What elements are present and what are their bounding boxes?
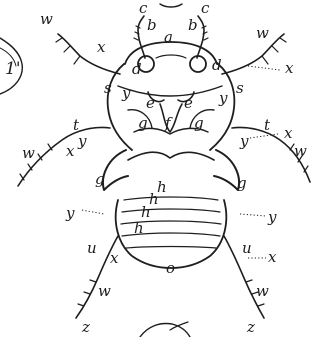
abdomen xyxy=(103,150,239,268)
label-g-right-upper: g xyxy=(194,114,204,132)
label-w-top-right: w xyxy=(256,24,269,42)
label-w-bottom-left: w xyxy=(98,282,111,300)
legs xyxy=(18,34,310,318)
label-s-right: s xyxy=(236,79,244,97)
label-x-mid-left: x xyxy=(66,142,75,160)
label-h-4: h xyxy=(134,219,144,237)
label-x-bottom-left: x xyxy=(110,249,119,267)
labels: a b b c c d d e e f g g g g h h h h o s … xyxy=(22,0,307,336)
label-y-right-1: y xyxy=(218,89,228,107)
label-e-left: e xyxy=(146,94,155,112)
margin-figure-fragment: 1' xyxy=(0,38,22,94)
label-g-left-upper: g xyxy=(138,114,148,132)
label-y-right-2: y xyxy=(239,132,249,150)
label-z-right: z xyxy=(246,318,255,336)
label-x-top-left: x xyxy=(97,38,106,56)
label-c-left: c xyxy=(139,0,148,17)
margin-figure-label: 1' xyxy=(5,59,21,79)
label-y-left-1: y xyxy=(121,84,131,102)
label-a: a xyxy=(164,28,173,46)
label-o: o xyxy=(166,259,175,277)
label-z-left: z xyxy=(81,318,90,336)
label-g-left-lower: g xyxy=(95,170,105,188)
label-u-left: u xyxy=(87,239,97,257)
label-g-right-lower: g xyxy=(237,174,247,192)
label-w-top-left: w xyxy=(40,10,53,28)
label-w-bottom-right: w xyxy=(256,282,269,300)
label-t-right: t xyxy=(264,116,271,134)
lower-figure-fragment xyxy=(140,322,190,337)
label-d-right: d xyxy=(212,56,222,74)
label-s-left: s xyxy=(104,79,112,97)
label-e-right: e xyxy=(184,94,193,112)
label-x-top-right: x xyxy=(285,59,294,77)
label-u-right: u xyxy=(242,239,252,257)
label-y-right-3: y xyxy=(267,208,277,226)
thorax xyxy=(108,64,235,150)
label-w-mid-right: w xyxy=(294,142,307,160)
label-y-left-2: y xyxy=(77,132,87,150)
label-d-left: d xyxy=(132,60,142,78)
label-b-right: b xyxy=(188,16,198,34)
label-y-left-3: y xyxy=(65,204,75,222)
label-b-left: b xyxy=(147,16,157,34)
label-c-right: c xyxy=(201,0,210,17)
label-x-bottom-right: x xyxy=(268,248,277,266)
label-x-mid-right: x xyxy=(284,124,293,142)
label-w-mid-left: w xyxy=(22,144,35,162)
